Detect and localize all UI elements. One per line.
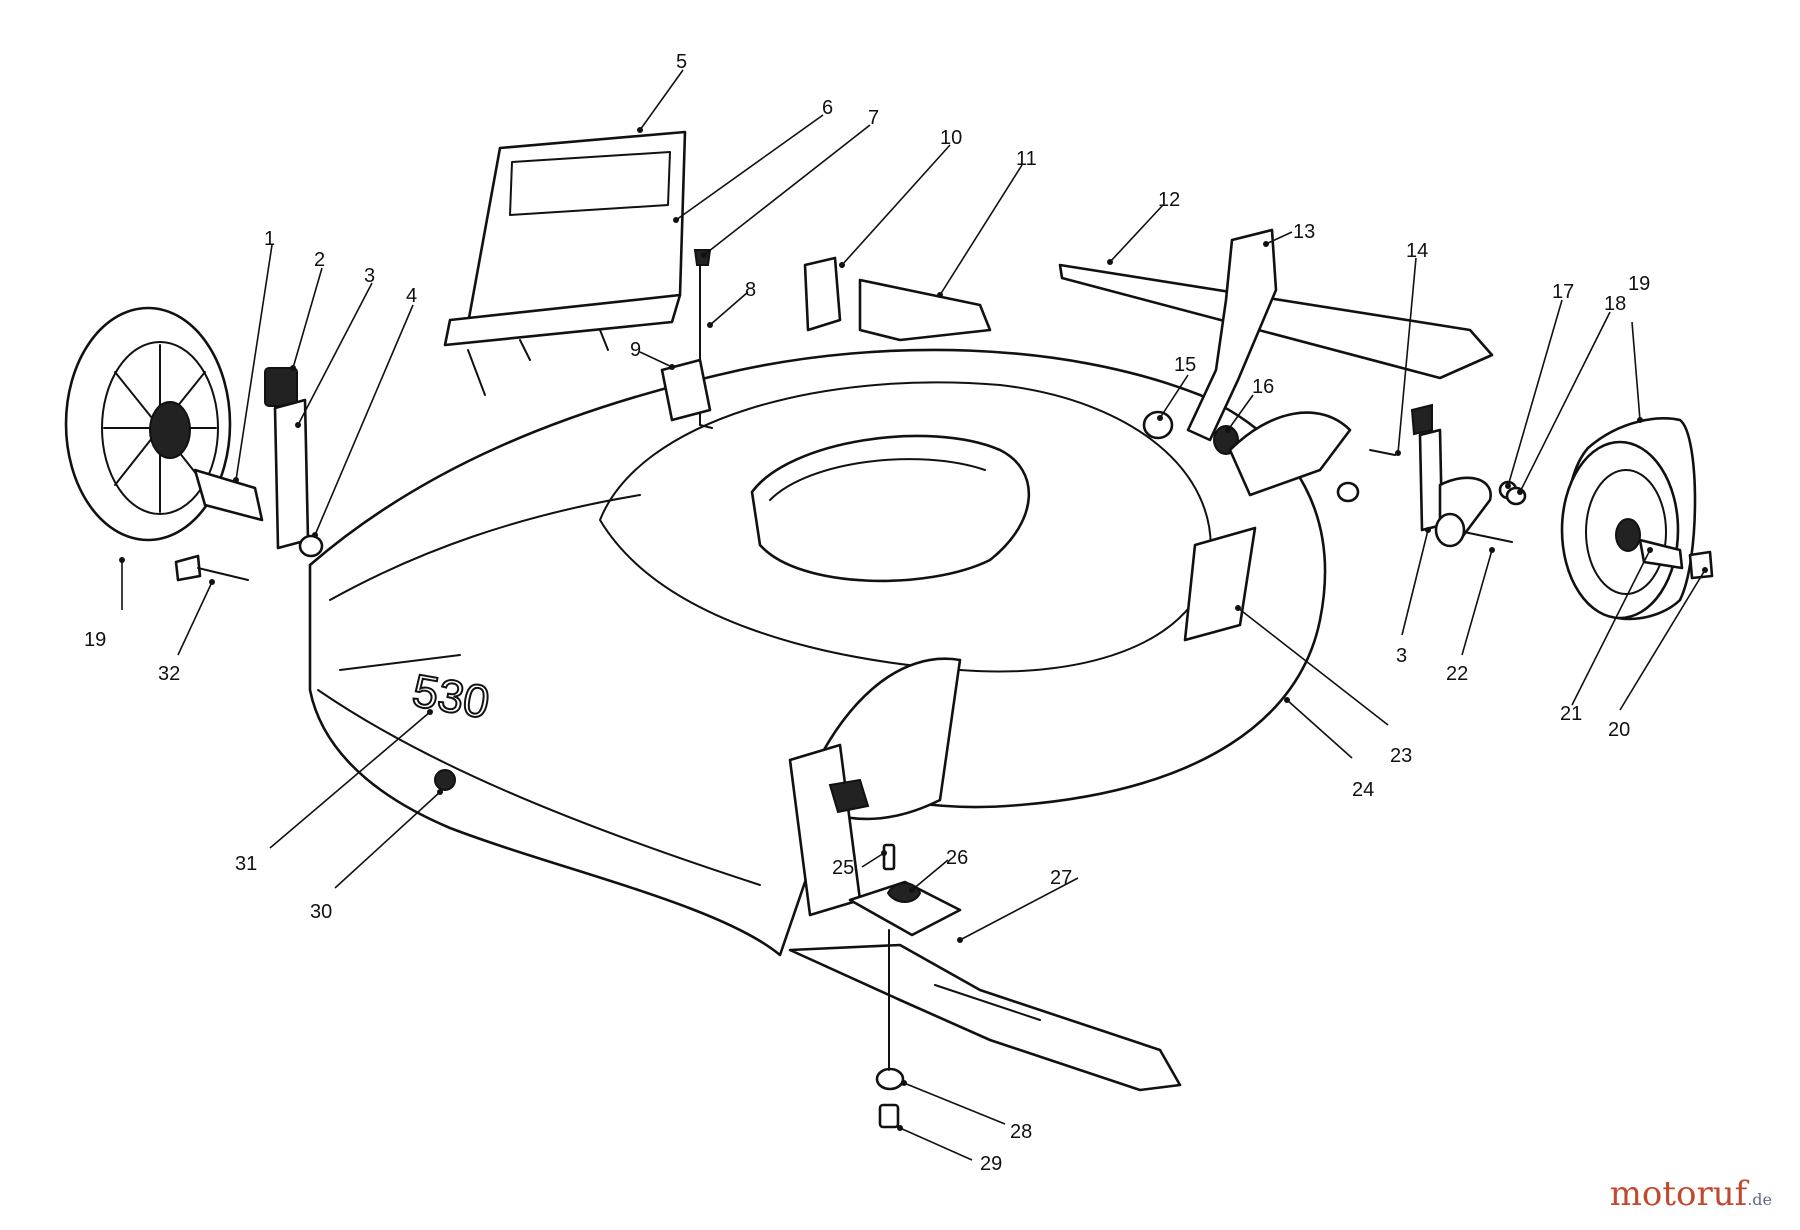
callout-5: 5 bbox=[676, 51, 687, 73]
callout-20: 20 bbox=[1608, 719, 1630, 741]
callout-2: 2 bbox=[314, 249, 325, 271]
callout-3-right: 3 bbox=[1396, 645, 1407, 667]
handle-bracket bbox=[803, 256, 842, 332]
callout-28: 28 bbox=[1010, 1121, 1032, 1143]
decal bbox=[1183, 526, 1257, 642]
height-lever-right bbox=[1186, 228, 1278, 442]
callout-14: 14 bbox=[1406, 240, 1428, 262]
height-plate-left bbox=[273, 398, 310, 550]
discharge-door bbox=[443, 130, 687, 396]
callout-9: 9 bbox=[630, 339, 641, 361]
callout-25: 25 bbox=[832, 857, 854, 879]
callout-labels: 1 2 3 4 5 6 7 8 9 10 11 12 13 14 15 16 1… bbox=[84, 51, 1650, 1175]
callout-16: 16 bbox=[1252, 376, 1274, 398]
left-wheel bbox=[64, 306, 232, 542]
mower-deck bbox=[308, 348, 1327, 957]
callout-30: 30 bbox=[310, 901, 332, 923]
callout-dots bbox=[119, 127, 1708, 1131]
callout-18: 18 bbox=[1604, 293, 1626, 315]
watermark-logo: motoruf.de bbox=[1610, 1174, 1772, 1214]
right-wheel bbox=[1560, 417, 1697, 621]
callout-15: 15 bbox=[1174, 354, 1196, 376]
washer-left bbox=[298, 534, 324, 558]
blade bbox=[788, 943, 1182, 1092]
axle-bracket-left bbox=[193, 468, 264, 522]
callout-21: 21 bbox=[1560, 703, 1582, 725]
callout-17: 17 bbox=[1552, 281, 1574, 303]
callout-leaders bbox=[121, 69, 1706, 1161]
callout-19-left: 19 bbox=[84, 629, 106, 651]
height-knob-left bbox=[264, 367, 298, 407]
callout-8: 8 bbox=[745, 279, 756, 301]
callout-12: 12 bbox=[1158, 189, 1180, 211]
callout-19-right: 19 bbox=[1628, 273, 1650, 295]
callout-31: 31 bbox=[235, 853, 257, 875]
callout-32: 32 bbox=[158, 663, 180, 685]
callout-7: 7 bbox=[868, 107, 879, 129]
blade-adapter bbox=[848, 880, 962, 937]
callout-13: 13 bbox=[1293, 221, 1315, 243]
callout-22: 22 bbox=[1446, 663, 1468, 685]
callout-29: 29 bbox=[980, 1153, 1002, 1175]
watermark-name: motoruf bbox=[1609, 1174, 1748, 1214]
callout-24: 24 bbox=[1352, 779, 1374, 801]
callout-27: 27 bbox=[1050, 867, 1072, 889]
callout-23: 23 bbox=[1390, 745, 1412, 767]
callout-10: 10 bbox=[940, 127, 962, 149]
callout-11: 11 bbox=[1016, 148, 1037, 170]
callout-4: 4 bbox=[406, 285, 417, 307]
callout-6: 6 bbox=[822, 97, 833, 119]
callout-3: 3 bbox=[364, 265, 375, 287]
callout-26: 26 bbox=[946, 847, 968, 869]
bolt-left bbox=[174, 554, 202, 582]
callout-1: 1 bbox=[264, 228, 275, 250]
rear-flap bbox=[1058, 263, 1494, 380]
watermark-tld: .de bbox=[1747, 1190, 1772, 1209]
